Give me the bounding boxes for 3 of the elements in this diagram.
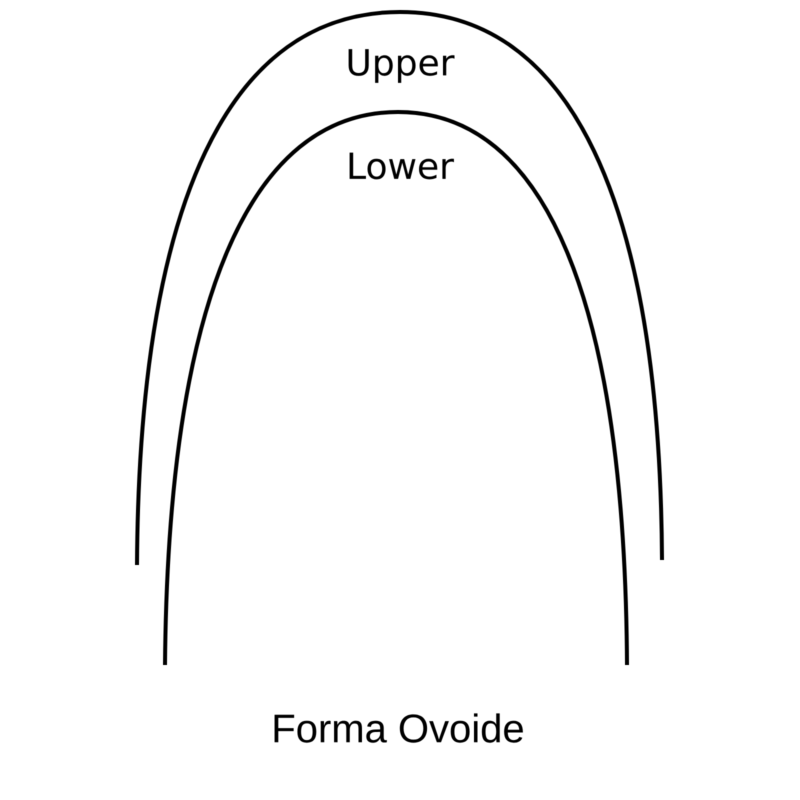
caption: Forma Ovoide [274,713,523,743]
arch-label: Lower [350,152,454,180]
arch-label: Upper [348,49,455,83]
